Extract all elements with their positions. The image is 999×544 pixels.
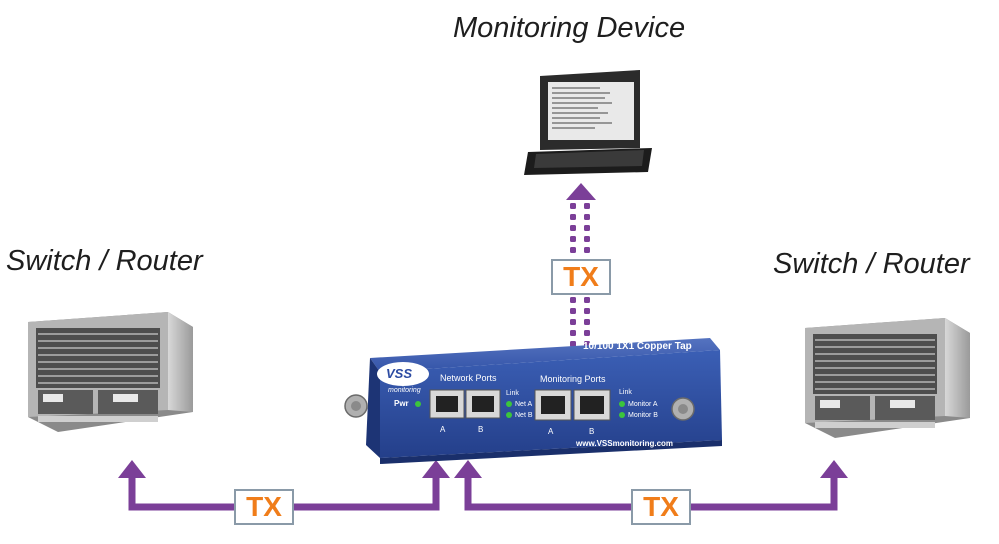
- link-dot: [570, 319, 576, 325]
- link-dot: [570, 341, 576, 347]
- link-dot: [584, 214, 590, 220]
- monitoring-ports-label: Monitoring Ports: [540, 374, 606, 384]
- power-led-icon: [415, 401, 421, 407]
- led-icon: [619, 412, 625, 418]
- model-text: 10/100 1X1 Copper Tap: [583, 341, 692, 352]
- monitoring-laptop-icon: [524, 70, 652, 175]
- tx-badge-top: TX: [551, 259, 611, 295]
- arrow-head-up-icon: [566, 183, 596, 200]
- monitor-port-a-label: A: [548, 427, 554, 436]
- link-dot: [570, 247, 576, 253]
- link-dot: [584, 225, 590, 231]
- link-dot: [584, 297, 590, 303]
- network-port-a-label: A: [440, 425, 446, 434]
- monitor-link-label: Link: [619, 389, 632, 396]
- arrow-head-up-icon: [454, 460, 482, 478]
- network-port-b-label: B: [478, 425, 483, 434]
- monitor-a-label: Monitor A: [628, 401, 658, 408]
- link-dot: [570, 297, 576, 303]
- brand-text: VSS: [386, 366, 412, 381]
- net-a-label: Net A: [515, 401, 532, 408]
- pwr-label: Pwr: [394, 399, 409, 408]
- tx-badge-right: TX: [631, 489, 691, 525]
- arrow-head-up-icon: [118, 460, 146, 478]
- led-icon: [506, 401, 512, 407]
- link-dot: [584, 236, 590, 242]
- link-dot: [584, 247, 590, 253]
- link-dot: [570, 225, 576, 231]
- net-b-label: Net B: [515, 412, 533, 419]
- link-dot: [584, 319, 590, 325]
- copper-tap-device: VSS monitoring 10/100 1X1 Copper Tap Pwr…: [344, 338, 722, 464]
- vss-logo: [377, 362, 429, 386]
- brand-sub-text: monitoring: [388, 387, 421, 394]
- led-icon: [506, 412, 512, 418]
- link-dot: [570, 236, 576, 242]
- monitor-b-label: Monitor B: [628, 412, 658, 419]
- link-dot: [584, 308, 590, 314]
- network-link-label: Link: [506, 390, 519, 397]
- link-dot: [570, 308, 576, 314]
- arrow-head-up-icon: [422, 460, 450, 478]
- tx-badge-left: TX: [234, 489, 294, 525]
- link-dot: [570, 330, 576, 336]
- left-switch-router-label: Switch / Router: [6, 245, 203, 277]
- link-dot: [570, 214, 576, 220]
- right-switch-router-icon: [804, 317, 971, 439]
- left-switch-router-icon: [27, 311, 194, 433]
- link-dot: [570, 203, 576, 209]
- monitoring-device-label: Monitoring Device: [453, 12, 686, 44]
- url-text: www.VSSmonitoring.com: [575, 439, 673, 448]
- arrow-head-up-icon: [820, 460, 848, 478]
- monitor-port-b-label: B: [589, 427, 594, 436]
- led-icon: [619, 401, 625, 407]
- link-dot: [584, 330, 590, 336]
- link-dot: [584, 203, 590, 209]
- right-switch-router-label: Switch / Router: [773, 248, 970, 280]
- network-ports-label: Network Ports: [440, 373, 497, 383]
